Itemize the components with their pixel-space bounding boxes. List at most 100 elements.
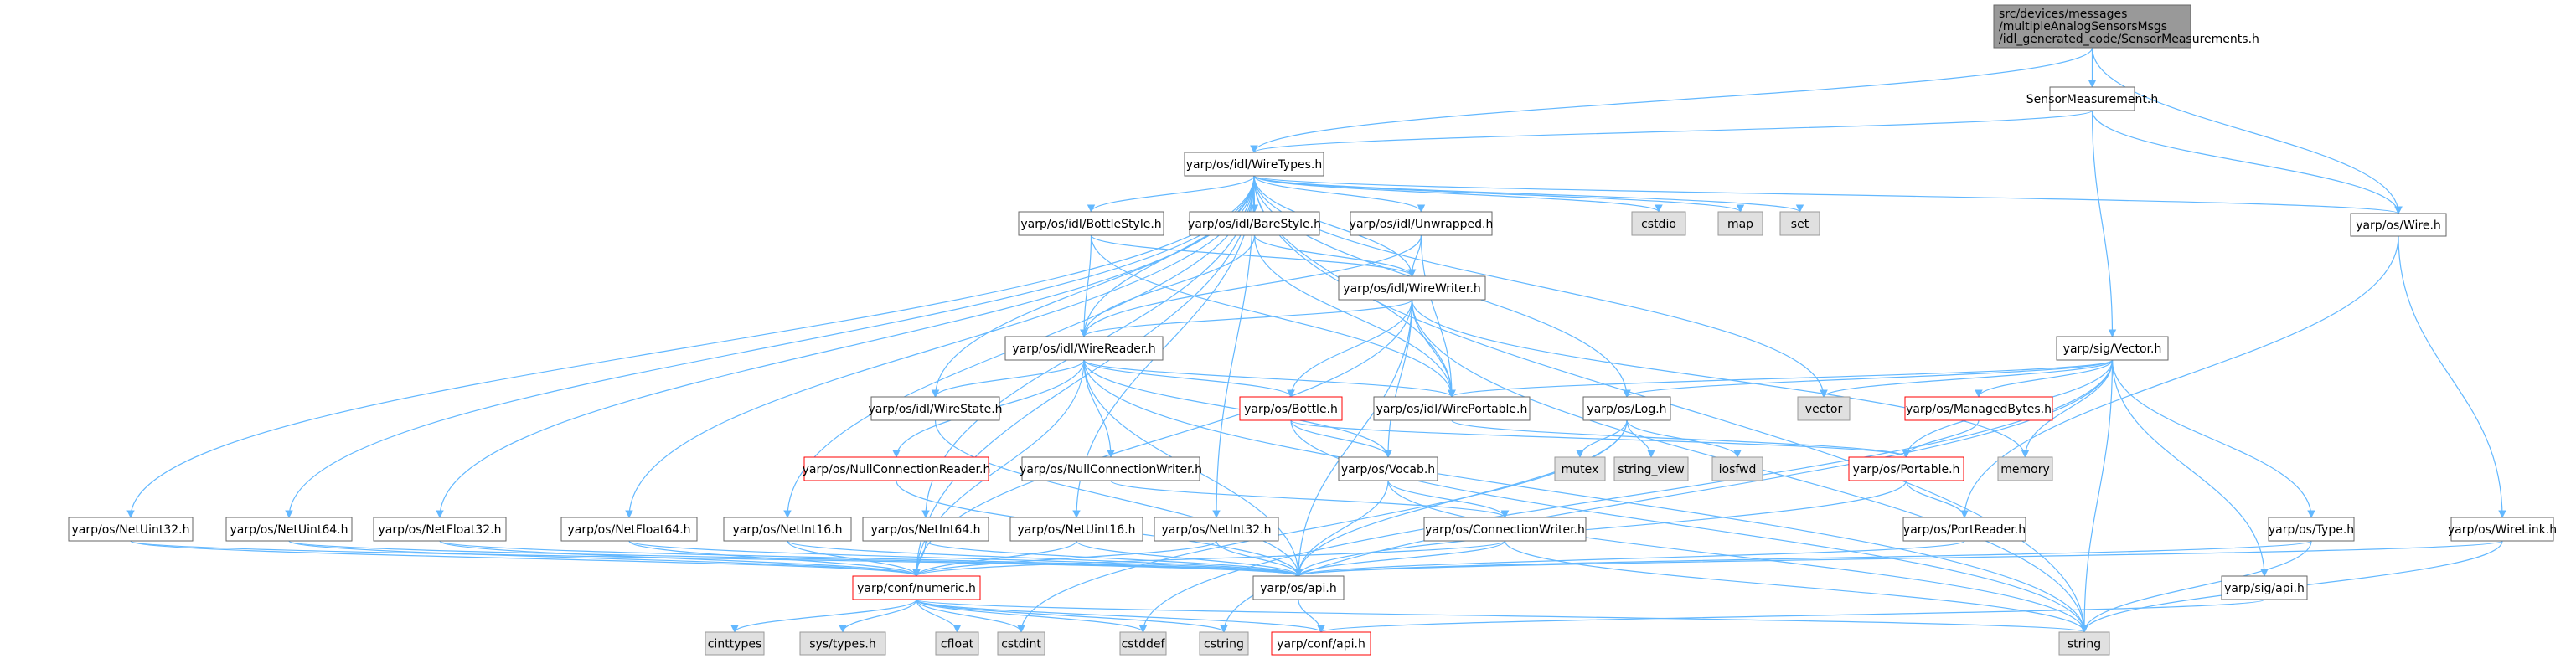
edge-wiretypes-to-cstdio <box>1253 175 1663 213</box>
node-string_view[interactable]: string_view <box>1613 456 1689 481</box>
edge-numeric-to-string <box>916 599 2088 633</box>
node-netuint32[interactable]: yarp/os/NetUint32.h <box>68 517 194 542</box>
node-box <box>2049 86 2135 111</box>
node-wirereader[interactable]: yarp/os/idl/WireReader.h <box>1004 336 1164 361</box>
node-nullconnwriter[interactable]: yarp/os/NullConnectionWriter.h <box>1020 456 1202 481</box>
node-box <box>2450 517 2554 542</box>
node-wirelink[interactable]: yarp/os/WireLink.h <box>2448 517 2557 542</box>
node-bottlestyle[interactable]: yarp/os/idl/BottleStyle.h <box>1018 211 1164 236</box>
node-root[interactable]: src/devices/messages/multipleAnalogSenso… <box>1993 4 2259 49</box>
node-barestyle[interactable]: yarp/os/idl/BareStyle.h <box>1188 211 1321 236</box>
node-netfloat64[interactable]: yarp/os/NetFloat64.h <box>560 517 698 542</box>
node-nullconnreader[interactable]: yarp/os/NullConnectionReader.h <box>803 456 991 481</box>
node-label: yarp/os/NetUint16.h <box>1017 523 1135 537</box>
edge-sigvector-to-managedbytes <box>1975 359 2114 398</box>
node-label: yarp/os/idl/BottleStyle.h <box>1020 218 1161 231</box>
node-cinttypes[interactable]: cinttypes <box>705 631 765 656</box>
node-netfloat32[interactable]: yarp/os/NetFloat32.h <box>373 517 507 542</box>
node-wireportable[interactable]: yarp/os/idl/WirePortable.h <box>1373 396 1531 421</box>
edge-wirewriter-to-wirereader <box>1080 299 1413 337</box>
node-cfloat[interactable]: cfloat <box>935 631 979 656</box>
node-wirewriter[interactable]: yarp/os/idl/WireWriter.h <box>1338 275 1486 301</box>
node-memory[interactable]: memory <box>1997 456 2053 481</box>
node-systypes[interactable]: sys/types.h <box>799 631 886 656</box>
node-numeric[interactable]: yarp/conf/numeric.h <box>852 575 981 600</box>
node-portable[interactable]: yarp/os/Portable.h <box>1848 456 1964 481</box>
edge-unwrapped-to-wirereader <box>1080 234 1422 337</box>
node-netuint64[interactable]: yarp/os/NetUint64.h <box>225 517 353 542</box>
node-label: yarp/os/ConnectionWriter.h <box>1425 523 1585 537</box>
node-label: yarp/os/idl/WirePortable.h <box>1376 403 1528 416</box>
node-root-box <box>1993 4 2191 49</box>
node-label: yarp/os/Log.h <box>1587 403 1666 416</box>
edge-sigvector-to-log <box>1623 359 2114 398</box>
node-bottle[interactable]: yarp/os/Bottle.h <box>1239 396 1343 421</box>
node-box <box>1252 575 1345 600</box>
node-vector[interactable]: vector <box>1797 396 1851 421</box>
node-box <box>1902 517 2026 542</box>
node-label: yarp/os/idl/Unwrapped.h <box>1350 218 1494 231</box>
node-managedbytes[interactable]: yarp/os/ManagedBytes.h <box>1904 396 2053 421</box>
node-log[interactable]: yarp/os/Log.h <box>1582 396 1671 421</box>
edge-log-to-mutex <box>1576 419 1628 458</box>
node-wiretypes[interactable]: yarp/os/idl/WireTypes.h <box>1184 152 1324 177</box>
node-box <box>68 517 194 542</box>
node-box <box>1199 631 1249 656</box>
node-label: memory <box>2000 463 2050 476</box>
edge-sigvector-to-type <box>2111 359 2315 518</box>
node-sigvector[interactable]: yarp/sig/Vector.h <box>2056 336 2169 361</box>
node-map[interactable]: map <box>1717 211 1763 236</box>
node-netint32[interactable]: yarp/os/NetInt32.h <box>1154 517 1279 542</box>
node-box <box>1711 456 1763 481</box>
node-cstdint[interactable]: cstdint <box>997 631 1045 656</box>
node-label: yarp/os/Vocab.h <box>1341 463 1435 476</box>
node-portreader[interactable]: yarp/os/PortReader.h <box>1902 517 2026 542</box>
edge-sensormeasurement-to-wire <box>2091 110 2403 214</box>
node-osapi[interactable]: yarp/os/api.h <box>1252 575 1345 600</box>
node-cstddef[interactable]: cstddef <box>1119 631 1167 656</box>
node-box <box>225 517 353 542</box>
node-sensormeasurement[interactable]: SensorMeasurement.h <box>2026 86 2158 111</box>
node-type[interactable]: yarp/os/Type.h <box>2268 517 2355 542</box>
node-label: yarp/sig/api.h <box>2224 582 2305 595</box>
node-netint64[interactable]: yarp/os/NetInt64.h <box>862 517 989 542</box>
node-box <box>1271 631 1371 656</box>
node-label: yarp/os/Wire.h <box>2356 219 2441 233</box>
edge-netuint32-to-numeric <box>130 540 921 577</box>
node-sigapi[interactable]: yarp/sig/api.h <box>2221 575 2308 600</box>
node-string[interactable]: string <box>2058 631 2110 656</box>
node-box <box>2268 517 2355 542</box>
edge-wiretypes-to-bottlestyle <box>1087 175 1255 213</box>
node-label: yarp/os/Type.h <box>2269 523 2354 537</box>
node-wirestate[interactable]: yarp/os/idl/WireState.h <box>868 396 1003 421</box>
node-iosfwd[interactable]: iosfwd <box>1711 456 1763 481</box>
node-box <box>1779 211 1820 236</box>
node-label: cstddef <box>1122 638 1166 651</box>
edge-log-to-iosfwd <box>1626 419 1742 458</box>
edge-netfloat32-to-osapi <box>439 540 1303 577</box>
node-connwriter[interactable]: yarp/os/ConnectionWriter.h <box>1423 517 1587 542</box>
node-unwrapped[interactable]: yarp/os/idl/Unwrapped.h <box>1350 211 1494 236</box>
node-box <box>560 517 698 542</box>
node-mutex[interactable]: mutex <box>1554 456 1606 481</box>
edge-wirereader-to-bottle <box>1083 359 1295 398</box>
node-set[interactable]: set <box>1779 211 1820 236</box>
edge-netuint16-to-numeric <box>912 540 1077 577</box>
node-label: yarp/os/Portable.h <box>1853 463 1960 476</box>
node-cstdio[interactable]: cstdio <box>1631 211 1686 236</box>
edge-wiretypes-to-wirewriter <box>1253 175 1417 277</box>
node-box <box>1154 517 1279 542</box>
node-box <box>2056 336 2169 361</box>
node-vocab[interactable]: yarp/os/Vocab.h <box>1338 456 1438 481</box>
node-wire[interactable]: yarp/os/Wire.h <box>2350 213 2447 237</box>
edge-netuint16-to-osapi <box>1076 540 1303 577</box>
node-confapi[interactable]: yarp/conf/api.h <box>1271 631 1371 656</box>
node-cstring[interactable]: cstring <box>1199 631 1249 656</box>
edge-wirereader-to-string <box>1083 359 2088 633</box>
node-netuint16[interactable]: yarp/os/NetUint16.h <box>1009 517 1143 542</box>
edge-sigvector-to-memory <box>2021 359 2114 458</box>
node-netint16[interactable]: yarp/os/NetInt16.h <box>723 517 852 542</box>
node-box <box>799 631 886 656</box>
edge-bottle-to-string <box>1290 419 2088 633</box>
edge-vocab-to-osapi <box>1294 480 1389 577</box>
